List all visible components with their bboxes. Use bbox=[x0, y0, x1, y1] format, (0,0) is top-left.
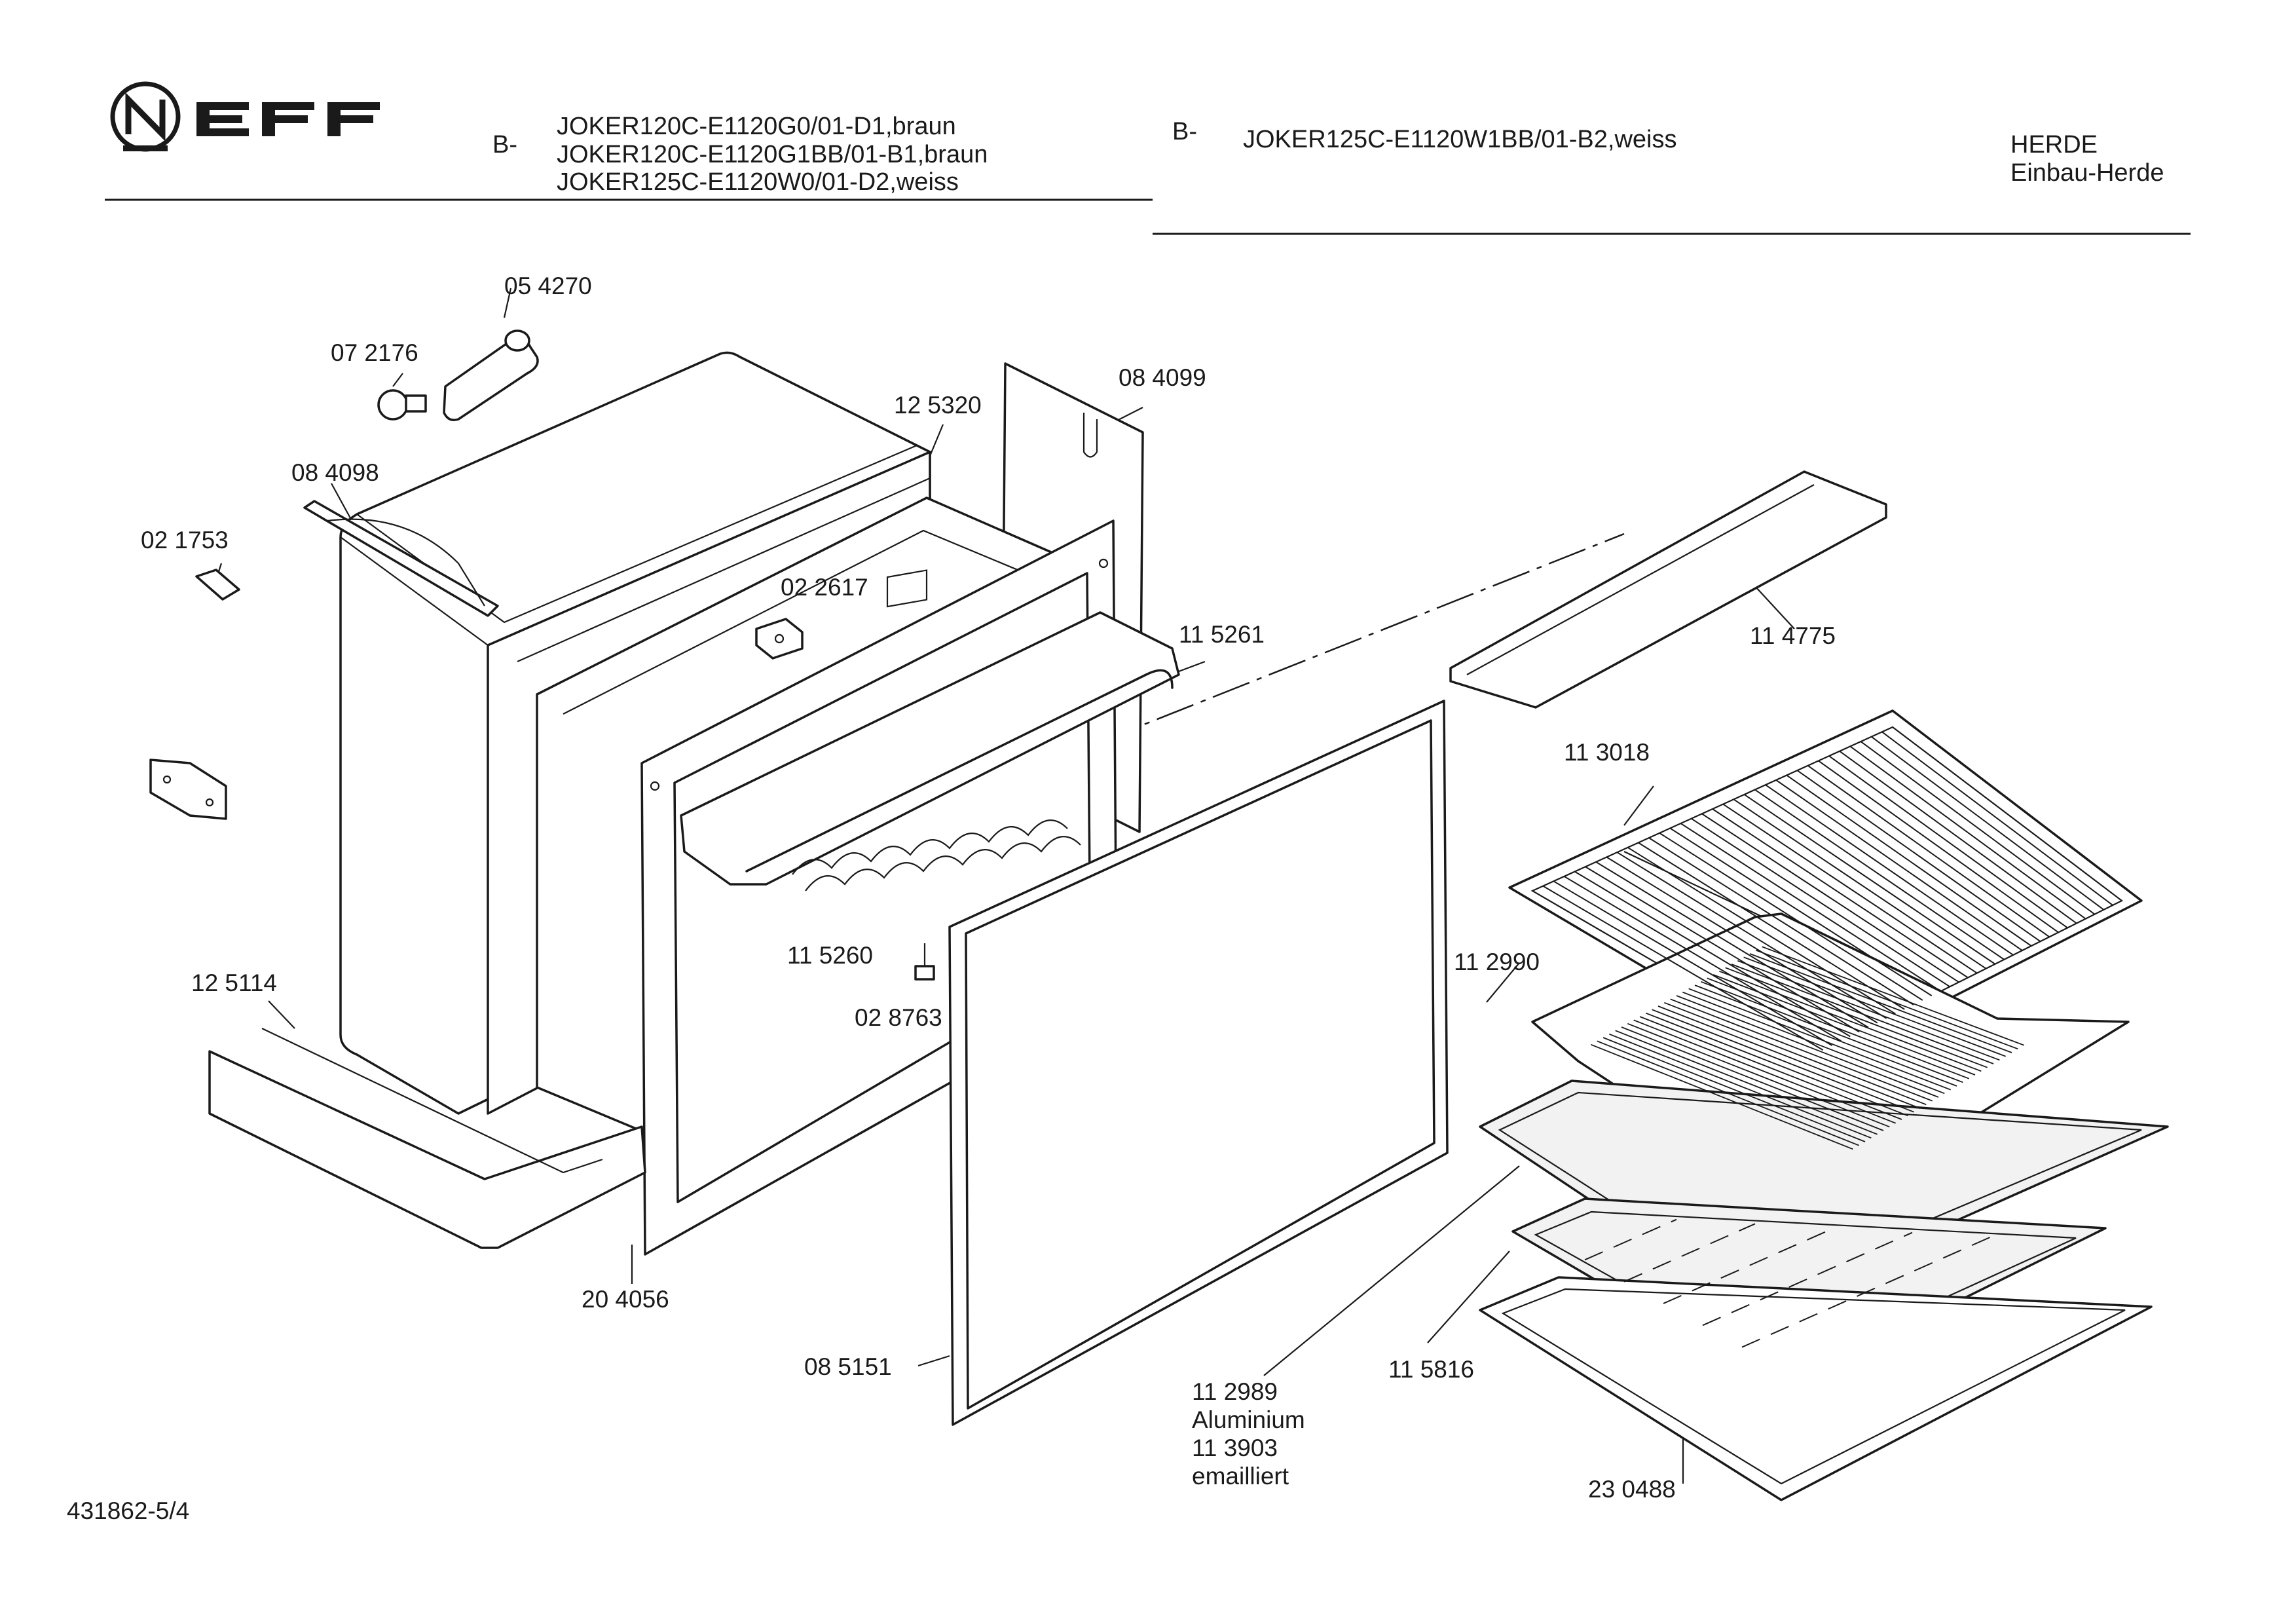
model-line-1: JOKER120C-E1120G0/01-D1,braun bbox=[557, 113, 956, 140]
part-label: 11 4775 bbox=[1750, 622, 1836, 649]
part-label: 08 4099 bbox=[1119, 364, 1206, 391]
category-subtitle: Einbau-Herde bbox=[2010, 159, 2164, 187]
part-label: 11 5260 bbox=[787, 942, 873, 969]
part-label: 02 8763 bbox=[855, 1004, 942, 1031]
header-prefix-left: B- bbox=[492, 131, 517, 159]
grill-element bbox=[680, 569, 1180, 891]
part-number: 11 2989 bbox=[1192, 1378, 1278, 1405]
side-rail bbox=[1449, 470, 1887, 709]
part-label: 11 2990 bbox=[1454, 948, 1540, 975]
neff-logo-icon bbox=[110, 81, 380, 152]
screw-028763 bbox=[914, 943, 935, 981]
part-label: 05 4270 bbox=[504, 272, 592, 299]
part-label: 11 5816 bbox=[1388, 1356, 1474, 1383]
header-models-left: JOKER120C-E1120G0/01-D1,braun JOKER120C-… bbox=[557, 113, 988, 197]
lamp-bulb-icon bbox=[377, 389, 427, 421]
header-category: HERDE Einbau-Herde bbox=[2010, 131, 2164, 187]
bracket-part bbox=[149, 759, 227, 820]
part-label: 08 5151 bbox=[804, 1353, 892, 1380]
top-rail bbox=[303, 500, 499, 617]
assembly-axis-line bbox=[988, 533, 1625, 787]
document-number: 431862-5/4 bbox=[67, 1497, 190, 1524]
part-label: 11 3018 bbox=[1564, 739, 1650, 766]
part-label: 11 2989 Aluminium 11 3903 emailliert bbox=[1192, 1378, 1305, 1491]
part-label: 23 0488 bbox=[1588, 1476, 1676, 1503]
category-title: HERDE bbox=[2010, 131, 2098, 159]
part-number: 11 3903 bbox=[1192, 1434, 1278, 1461]
clip-021753 bbox=[195, 569, 240, 601]
material-note: emailliert bbox=[1192, 1462, 1289, 1490]
drip-pan bbox=[1479, 1276, 2153, 1501]
part-label: 02 1753 bbox=[141, 527, 229, 554]
part-label: 07 2176 bbox=[331, 339, 418, 366]
part-label: 12 5114 bbox=[191, 969, 277, 996]
material-note: Aluminium bbox=[1192, 1406, 1305, 1433]
part-label: 08 4098 bbox=[291, 459, 379, 486]
lamp-socket bbox=[443, 329, 539, 421]
header-prefix-right: B- bbox=[1172, 118, 1197, 145]
door-gasket bbox=[948, 700, 1449, 1426]
part-label: 02 2617 bbox=[781, 574, 868, 601]
part-label: 12 5320 bbox=[894, 392, 982, 419]
model-line-2: JOKER120C-E1120G1BB/01-B1,braun bbox=[557, 140, 988, 168]
model-line-3: JOKER125C-E1120W0/01-D2,weiss bbox=[557, 168, 959, 197]
bottom-drawer bbox=[208, 1028, 646, 1249]
block-022617 bbox=[755, 618, 804, 660]
part-label: 11 5261 bbox=[1179, 621, 1265, 648]
header-model-right: JOKER125C-E1120W1BB/01-B2,weiss bbox=[1243, 126, 1677, 153]
part-label: 20 4056 bbox=[582, 1286, 669, 1313]
